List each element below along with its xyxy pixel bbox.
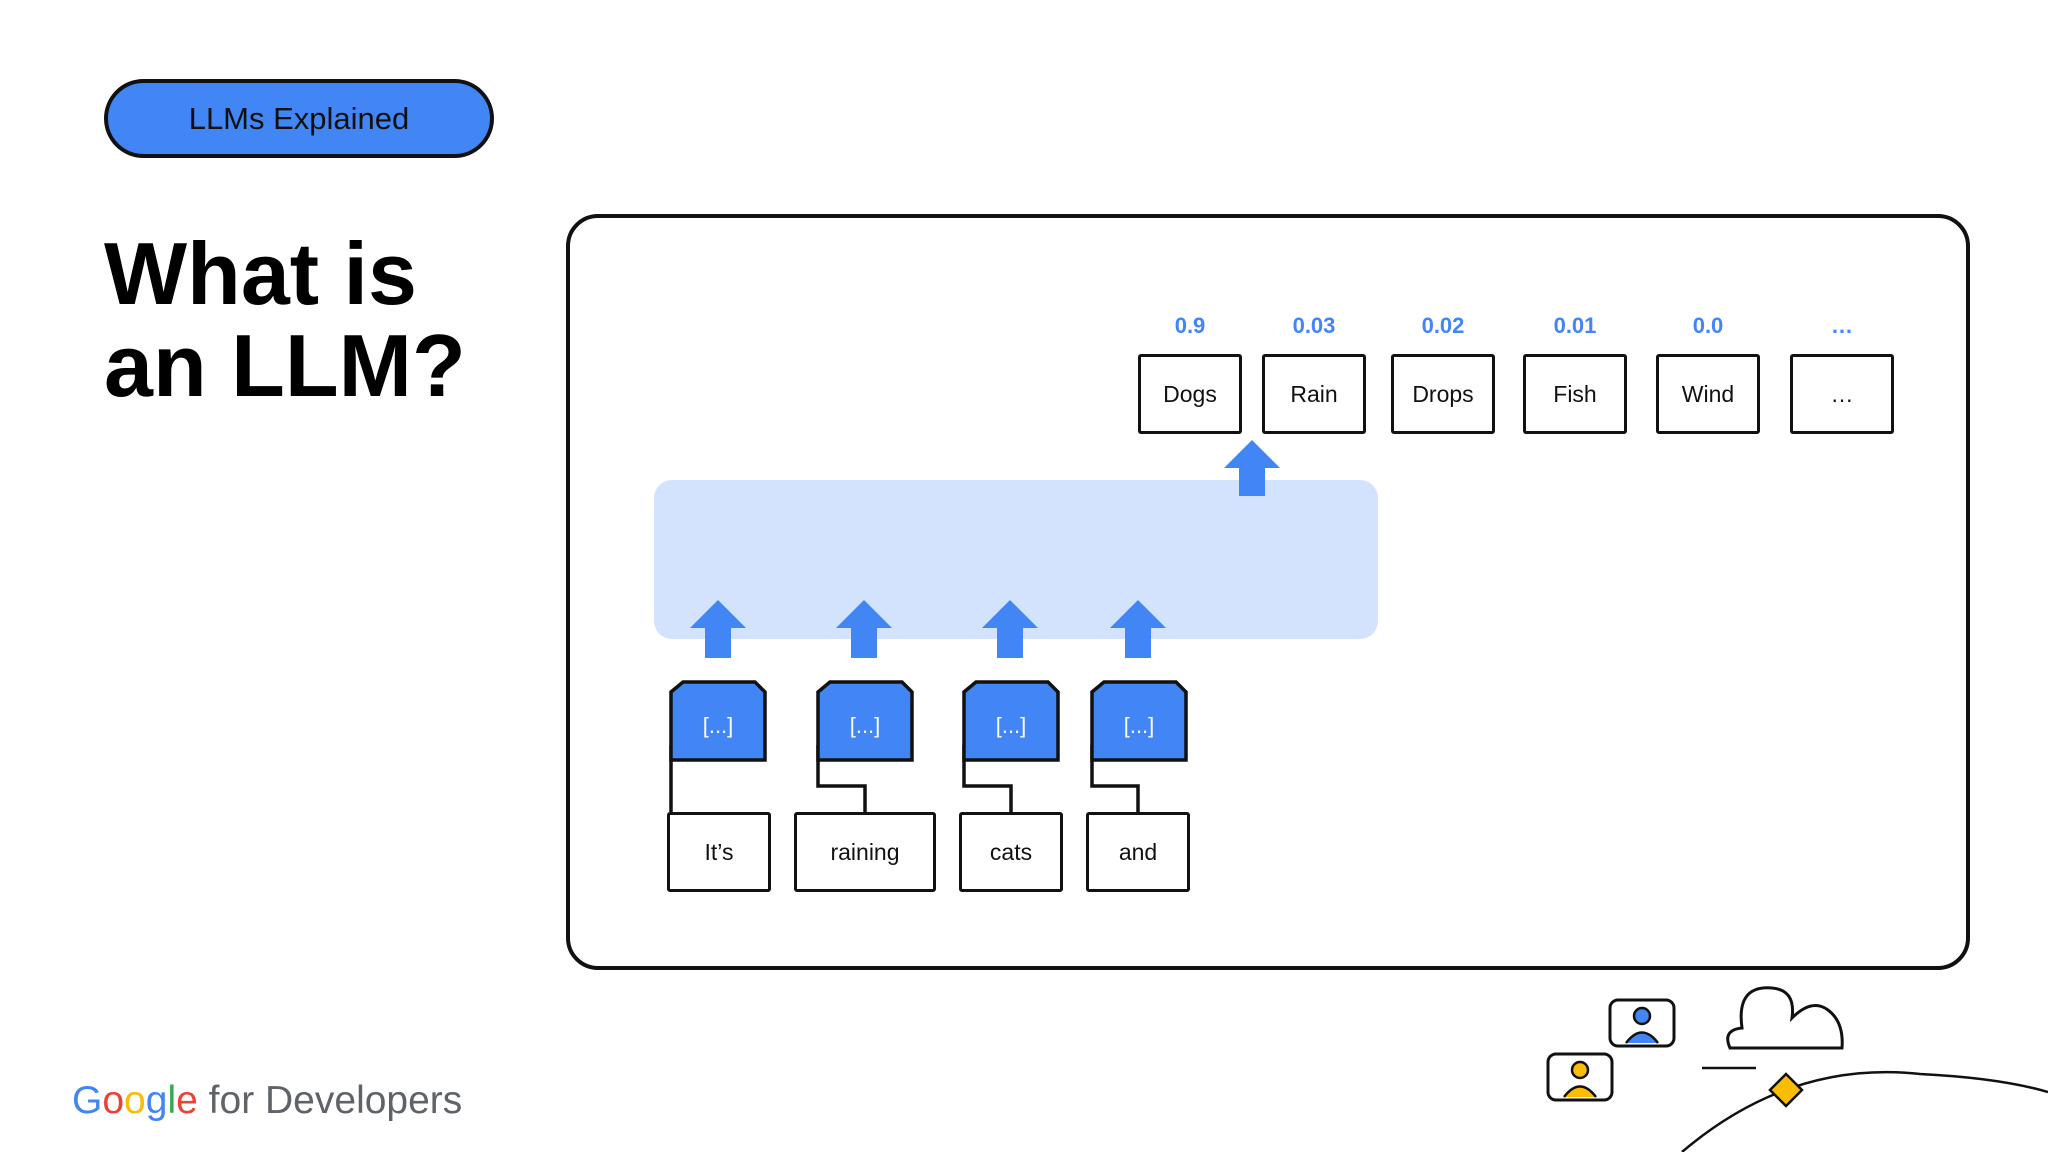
connector-line: [816, 745, 867, 812]
output-token-box: Fish: [1523, 354, 1627, 434]
connector-line: [1090, 745, 1140, 812]
person-icon: [1546, 1052, 1614, 1102]
output-prob: 0.02: [1421, 313, 1465, 338]
section-badge: LLMs Explained: [104, 79, 494, 158]
connector-line: [962, 745, 1013, 812]
diamond-icon: [1768, 1072, 1804, 1108]
embedding-label: [...]: [995, 713, 1027, 738]
output-token-box: Dogs: [1138, 354, 1242, 434]
logo-letter: o: [124, 1079, 146, 1122]
embedding-block: [816, 680, 914, 762]
google-for-developers-logo: Google for Developers: [72, 1076, 462, 1126]
up-arrow-icon: [1110, 600, 1166, 658]
input-token-box: and: [1086, 812, 1190, 892]
cloud-icon: [1726, 986, 1844, 1050]
output-token-box: …: [1790, 354, 1894, 434]
input-token-box: raining: [794, 812, 936, 892]
output-prob: 0.01: [1553, 313, 1597, 338]
logo-letter: e: [176, 1079, 198, 1122]
output-token-box: Wind: [1656, 354, 1760, 434]
person-icon: [1608, 998, 1676, 1048]
logo-letter: o: [102, 1079, 125, 1122]
decor-arc: [1681, 1070, 2048, 1152]
logo-text: for Developers: [208, 1079, 463, 1122]
logo-letter: G: [72, 1079, 103, 1122]
title-line-1: What is: [104, 224, 417, 323]
title-line-2: an LLM?: [104, 316, 466, 415]
embedding-label: [...]: [702, 713, 734, 738]
logo-letter: l: [167, 1079, 177, 1122]
up-arrow-icon: [836, 600, 892, 658]
embedding-block: [669, 680, 767, 762]
output-prob: …: [1831, 313, 1853, 338]
embedding-label: [...]: [849, 713, 881, 738]
up-arrow-icon: [1224, 440, 1280, 496]
embedding-block: [1090, 680, 1188, 762]
input-token-box: It’s: [667, 812, 771, 892]
output-prob: 0.0: [1692, 313, 1724, 338]
page-title: What is an LLM?: [104, 228, 466, 412]
logo-letter: g: [145, 1079, 168, 1122]
embedding-label: [...]: [1123, 713, 1155, 738]
up-arrow-icon: [982, 600, 1038, 658]
up-arrow-icon: [690, 600, 746, 658]
input-token-box: cats: [959, 812, 1063, 892]
embedding-block: [962, 680, 1060, 762]
output-prob: 0.9: [1174, 313, 1206, 338]
output-token-box: Rain: [1262, 354, 1366, 434]
output-prob: 0.03: [1292, 313, 1336, 338]
output-token-box: Drops: [1391, 354, 1495, 434]
